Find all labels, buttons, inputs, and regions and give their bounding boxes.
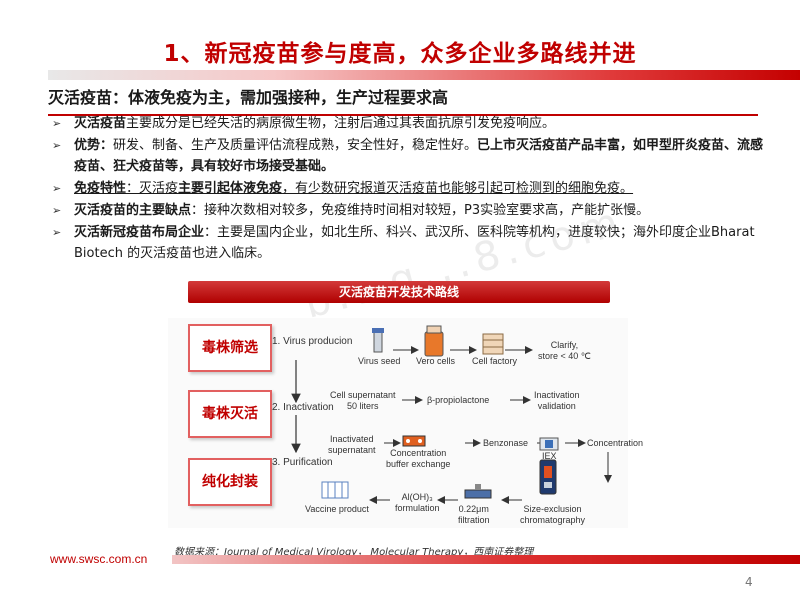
bullet-text: ：灭活疫 [126, 181, 179, 196]
flow-node: Clarify, store < 40 ℃ [538, 340, 591, 361]
bullet-heading: 灭活疫苗 [74, 116, 127, 131]
concentration-device-icon [402, 435, 426, 447]
footer-divider-bar [172, 555, 800, 564]
flow-node: Concentration buffer exchange [386, 448, 451, 469]
bullet-heading: 优势： [74, 138, 114, 153]
flow-node: β-propiolactone [427, 395, 490, 405]
bullet-text: ：主要是国内企业，如北生所、科兴、武汉所、医科院等机构，进度较快；海外印度企业B… [74, 225, 755, 261]
bullet-item: ➢ 优势：研发、制备、生产及质量评估流程成熟，安全性好，稳定性好。已上市灭活疫苗… [52, 135, 772, 177]
cell-factory-icon [482, 333, 504, 355]
bullet-heading: 免疫特性 [74, 181, 127, 196]
bullet-item: ➢ 免疫特性：灭活疫主要引起体液免疫，有少数研究报道灭活疫苗也能够引起可检测到的… [52, 178, 772, 199]
process-diagram: 毒株筛选 毒株灭活 纯化封装 1. Virus producion 2. Ina… [40, 310, 760, 535]
bullet-item: ➢ 灭活新冠疫苗布局企业：主要是国内企业，如北生所、科兴、武汉所、医科院等机构，… [52, 222, 772, 264]
diagram-label: 灭活疫苗开发技术路线 [188, 281, 610, 303]
flow-node: Al(OH)₃ formulation [395, 492, 440, 513]
title-divider-bar [48, 70, 800, 80]
bullet-text: ，有少数研究报道灭活疫苗也能够引起可检测到的细胞免疫。 [282, 181, 634, 196]
virus-seed-icon [372, 328, 384, 353]
vaccine-vials-icon [321, 481, 349, 499]
flow-node: Cell factory [472, 356, 518, 366]
flow-node: IEX [542, 451, 557, 461]
flow-node: Inactivated supernatant [328, 434, 376, 455]
bullet-heading: 灭活新冠疫苗布局企业 [74, 225, 205, 240]
iex-column-icon [539, 437, 559, 451]
stage-purification-packaging: 纯化封装 [188, 458, 272, 506]
flow-node: Vaccine product [305, 504, 369, 514]
flow-node: Virus seed [358, 356, 401, 366]
footer-website-link[interactable]: www.swsc.com.cn [50, 552, 148, 566]
bullet-list: ➢ 灭活疫苗主要成分是已经失活的病原微生物，注射后通过其表面抗原引发免疫响应。 … [52, 113, 772, 265]
chromatography-column-icon [539, 459, 557, 495]
filter-icon [464, 484, 492, 499]
arrow-bullet-icon: ➢ [52, 182, 62, 195]
data-source-note: 数据来源：Journal of Medical Virology， Molecu… [174, 547, 534, 558]
flow-node: Inactivation validation [534, 390, 580, 411]
stage-strain-screening: 毒株筛选 [188, 324, 272, 372]
flow-node: Vero cells [416, 356, 456, 366]
bullet-emphasis: 已上市灭活疫苗产品丰富，如甲型肝炎疫苗、流感疫苗、狂犬疫苗等，具有较好市场接受基… [74, 138, 764, 174]
bullet-text: 研发、制备、生产及质量评估流程成熟，安全性好，稳定性好。 [113, 138, 478, 153]
arrow-bullet-icon: ➢ [52, 226, 62, 239]
arrow-bullet-icon: ➢ [52, 139, 62, 152]
flow-node: Size-exclusion chromatography [520, 504, 586, 525]
step-label: 1. Virus producion [272, 336, 353, 347]
arrow-bullet-icon: ➢ [52, 117, 62, 130]
page-title: 1、新冠疫苗参与度高，众多企业多路线并进 [163, 41, 637, 67]
flow-node: Concentration [587, 438, 644, 448]
bullet-text: 主要成分是已经失活的病原微生物，注射后通过其表面抗原引发免疫响应。 [126, 116, 556, 131]
stage-strain-inactivation: 毒株灭活 [188, 390, 272, 438]
bullet-text: ：接种次数相对较多，免疫维持时间相对较短，P3实验室要求高，产能扩张慢。 [191, 203, 650, 218]
flow-node: Benzonase [483, 438, 529, 448]
step-label: 3. Purification [272, 457, 333, 468]
flow-node: Cell supernatant 50 liters [330, 390, 396, 411]
flow-node: 0.22μm filtration [458, 504, 490, 525]
section-headline: 灭活疫苗：体液免疫为主，需加强接种，生产过程要求高 [48, 84, 758, 116]
bullet-item: ➢ 灭活疫苗的主要缺点：接种次数相对较多，免疫维持时间相对较短，P3实验室要求高… [52, 200, 772, 221]
bullet-heading: 灭活疫苗的主要缺点 [74, 203, 192, 218]
page-number: 4 [745, 575, 753, 589]
bullet-emphasis: 主要引起体液免疫 [178, 181, 283, 196]
arrow-bullet-icon: ➢ [52, 204, 62, 217]
vero-cells-icon [424, 325, 444, 357]
step-label: 2. Inactivation [272, 402, 334, 413]
bullet-item: ➢ 灭活疫苗主要成分是已经失活的病原微生物，注射后通过其表面抗原引发免疫响应。 [52, 113, 772, 134]
